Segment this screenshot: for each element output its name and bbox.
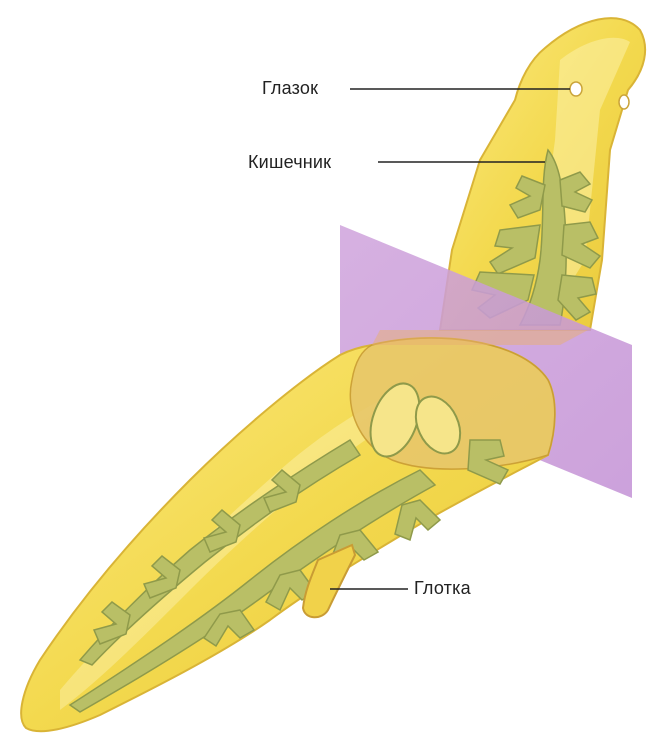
eye-label: Глазок bbox=[262, 78, 318, 99]
pharynx-label: Глотка bbox=[414, 578, 471, 599]
gut-label: Кишечник bbox=[248, 152, 331, 173]
eye-spot-left bbox=[570, 82, 582, 96]
cross-section-tint bbox=[372, 330, 588, 345]
eye-spot-right bbox=[619, 95, 629, 109]
